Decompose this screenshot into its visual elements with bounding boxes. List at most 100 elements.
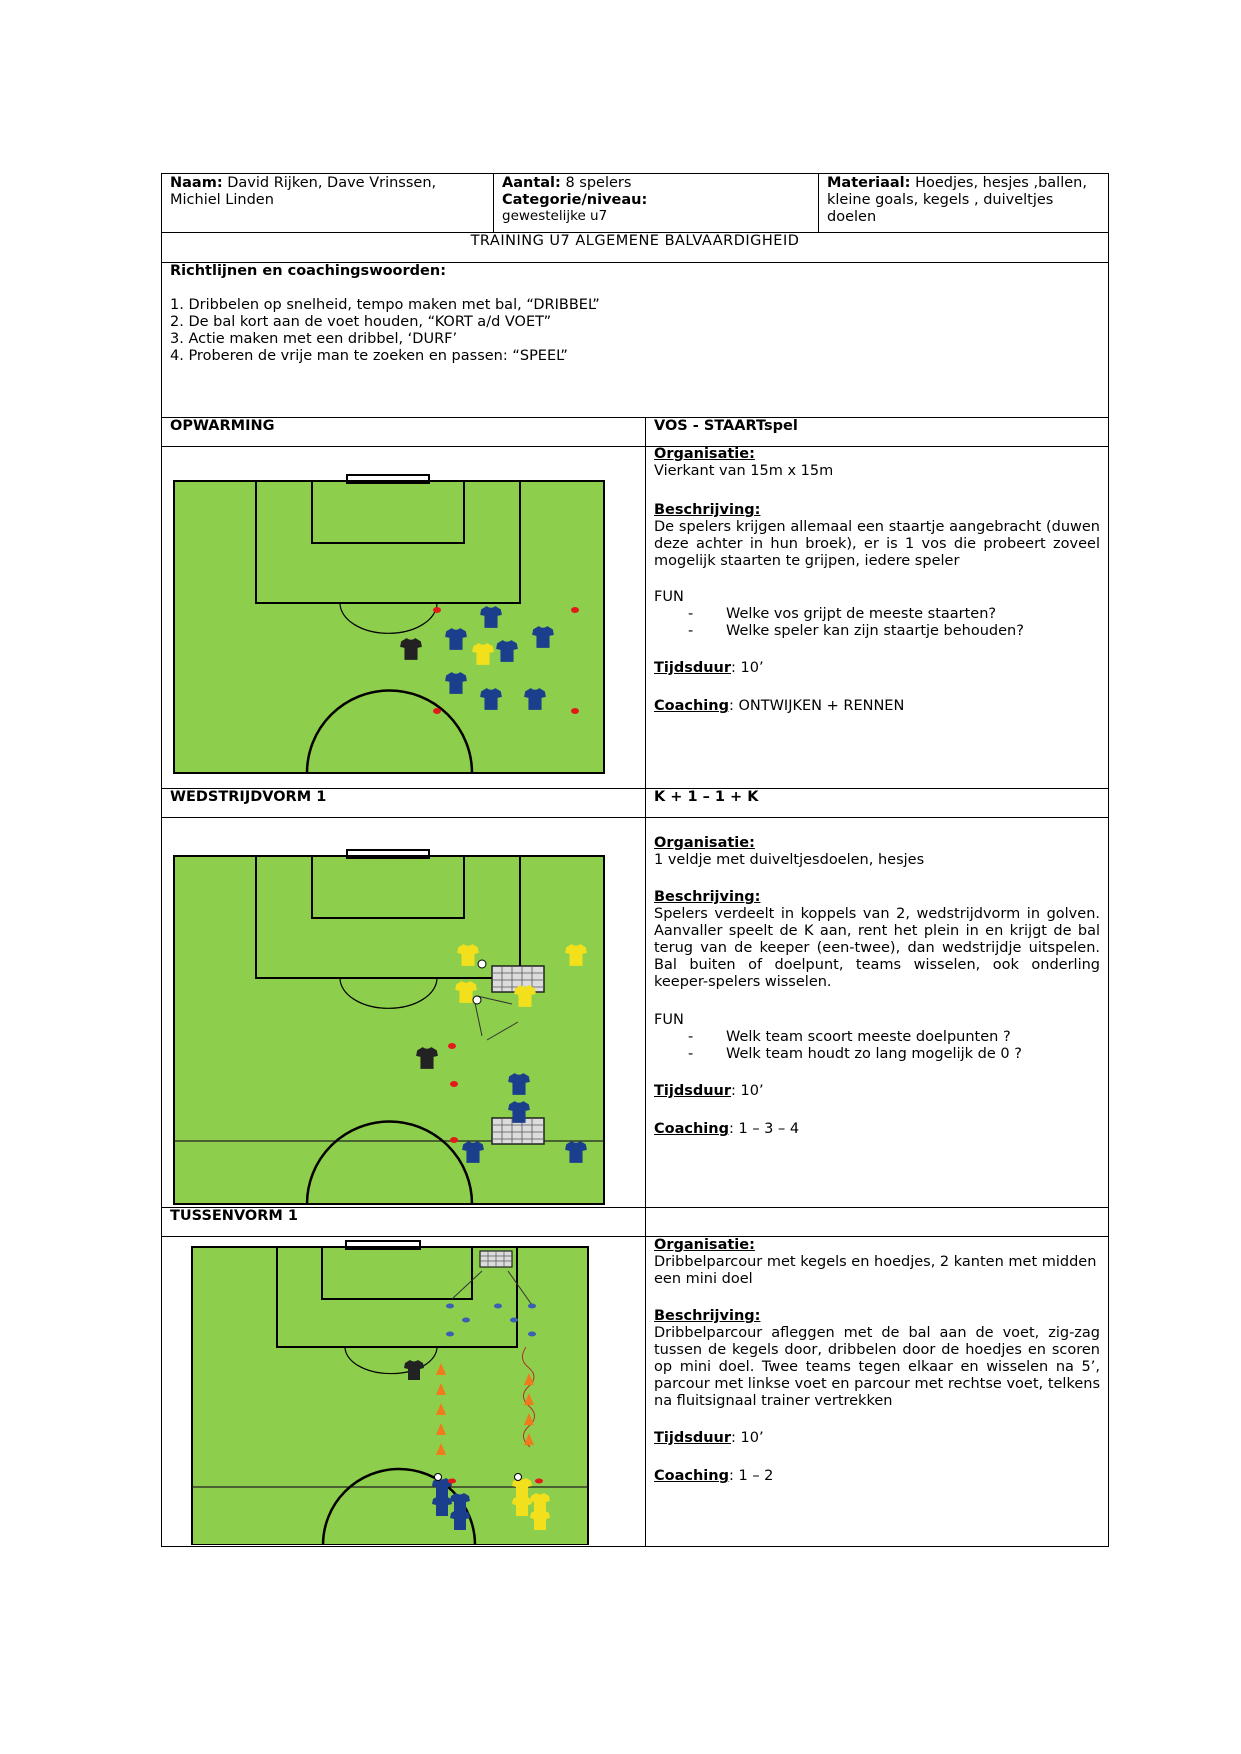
pitch: [173, 480, 605, 774]
cone-icon: [524, 1393, 534, 1405]
coach-label: Coaching: [654, 698, 729, 714]
aantal-cell: Aantal: 8 spelers Categorie/niveau: gewe…: [493, 173, 819, 233]
section-3-right-title: [645, 1207, 1109, 1237]
warmup-pitch-diagram: [173, 474, 605, 774]
cone-group: [433, 607, 579, 714]
guideline-item: 1. Dribbelen op snelheid, tempo maken me…: [170, 297, 600, 313]
fun-item: Welke speler kan zijn staartje behouden?: [726, 623, 1024, 639]
orange-cones-left: [436, 1363, 446, 1455]
naam-value-1: David Rijken, Dave Vrinssen,: [227, 175, 437, 191]
ball-icon: [434, 1473, 522, 1481]
cone-icon: [524, 1373, 534, 1385]
center-circle: [321, 1467, 477, 1545]
org-label: Organisatie:: [654, 835, 755, 851]
time-label: Tijdsduur: [654, 660, 732, 676]
header-row: Naam: David Rijken, Dave Vrinssen, Michi…: [161, 173, 1109, 233]
section-3-left-title: TUSSENVORM 1: [161, 1207, 646, 1237]
time-label: Tijdsduur: [654, 1083, 732, 1099]
coach-value: : 1 – 2: [728, 1468, 774, 1484]
penalty-arc: [339, 977, 438, 1009]
penalty-arc: [344, 1346, 438, 1375]
section-3-text-cell: Organisatie: Dribbelparcour met kegels e…: [645, 1236, 1109, 1547]
section-2-right-title: K + 1 – 1 + K: [645, 788, 1109, 818]
materiaal-value-1: Hoedjes, hesjes ,ballen,: [915, 175, 1087, 191]
cone: [571, 708, 579, 714]
materiaal-label: Materiaal:: [827, 175, 911, 191]
goal: [346, 474, 430, 484]
center-circle: [305, 1120, 474, 1205]
time-value: : 10’: [731, 1430, 764, 1446]
training-table: Naam: David Rijken, Dave Vrinssen, Michi…: [161, 173, 1109, 1547]
org-label: Organisatie:: [654, 446, 755, 462]
hat-cone: [528, 1331, 536, 1337]
time-label: Tijdsduur: [654, 1430, 732, 1446]
cone-icon: [524, 1433, 534, 1445]
start-markers: [448, 1478, 543, 1484]
goal: [346, 849, 430, 859]
mini-goal: [479, 1250, 513, 1268]
section-1-left-title: OPWARMING: [161, 417, 646, 447]
cone: [571, 607, 579, 613]
categorie-label: Categorie/niveau:: [502, 192, 648, 208]
goal-area: [311, 480, 465, 544]
desc-text: De spelers krijgen allemaal een staartje…: [654, 519, 1100, 569]
center-circle: [305, 689, 474, 774]
hat-cone: [510, 1317, 518, 1323]
cone-icon: [524, 1413, 534, 1425]
cone-icon: [436, 1383, 446, 1395]
guidelines-heading: Richtlijnen en coachingswoorden:: [170, 263, 446, 279]
aantal-value: 8 spelers: [565, 175, 632, 191]
guideline-item: 2. De bal kort aan de voet houden, “KORT…: [170, 314, 552, 330]
section-1-text-cell: Organisatie: Vierkant van 15m x 15m Besc…: [645, 446, 1109, 789]
fun-label: FUN: [654, 589, 684, 605]
materiaal-cell: Materiaal: Hoedjes, hesjes ,ballen, klei…: [818, 173, 1109, 233]
desc-text: Spelers verdeelt in koppels van 2, wedst…: [654, 906, 1100, 990]
pass-arrows: [474, 995, 519, 1041]
coach-label: Coaching: [654, 1121, 729, 1137]
fun-label: FUN: [654, 1012, 684, 1028]
guidelines-cell: Richtlijnen en coachingswoorden: 1. Drib…: [161, 262, 1109, 418]
org-text: Dribbelparcour met kegels en hoedjes, 2 …: [654, 1254, 1097, 1287]
section-2-diagram-cell: [161, 817, 646, 1208]
goal-area: [321, 1246, 473, 1300]
hat-cone: [494, 1303, 502, 1309]
guideline-item: 4. Proberen de vrije man te zoeken en pa…: [170, 348, 568, 364]
time-value: : 10’: [731, 660, 764, 676]
section-2-left-title: WEDSTRIJDVORM 1: [161, 788, 646, 818]
fun-item: Welk team scoort meeste doelpunten ?: [726, 1029, 1011, 1045]
aantal-label: Aantal:: [502, 175, 561, 191]
path-arrows: [451, 1270, 535, 1448]
naam-value-2: Michiel Linden: [170, 192, 274, 208]
cone: [450, 1137, 458, 1143]
hat-group: [446, 1303, 536, 1337]
cone: [448, 1043, 456, 1049]
desc-label: Beschrijving:: [654, 889, 761, 905]
desc-label: Beschrijving:: [654, 1308, 761, 1324]
coach-label: Coaching: [654, 1468, 729, 1484]
hat-cone: [462, 1317, 470, 1323]
coach-value: : ONTWIJKEN + RENNEN: [728, 698, 905, 714]
org-label: Organisatie:: [654, 1237, 755, 1253]
cone: [433, 708, 441, 714]
match-pitch-diagram: [173, 849, 605, 1205]
section-1-diagram-cell: [161, 446, 646, 789]
fun-item: Welke vos grijpt de meeste staarten?: [726, 606, 997, 622]
section-3-diagram-cell: [161, 1236, 646, 1547]
cone-icon: [436, 1443, 446, 1455]
section-2-text-cell: Organisatie: 1 veldje met duiveltjesdoel…: [645, 817, 1109, 1208]
hat-cone: [446, 1303, 454, 1309]
guideline-item: 3. Actie maken met een dribbel, ‘DURF’: [170, 331, 458, 347]
materiaal-value-2: kleine goals, kegels , duiveltjes doelen: [827, 192, 1054, 225]
penalty-arc: [339, 602, 438, 634]
cone: [450, 1081, 458, 1087]
ball-icon: [472, 959, 487, 1005]
org-text: 1 veldje met duiveltjesdoelen, hesjes: [654, 852, 925, 868]
page-title: TRAINING U7 ALGEMENE BALVAARDIGHEID: [161, 232, 1109, 263]
section-1-right-title: VOS - STAARTspel: [645, 417, 1109, 447]
coach-value: : 1 – 3 – 4: [728, 1121, 800, 1137]
fun-item: Welk team houdt zo lang mogelijk de 0 ?: [726, 1046, 1022, 1062]
naam-label: Naam:: [170, 175, 223, 191]
goal: [345, 1240, 421, 1250]
categorie-value: gewestelijke u7: [502, 208, 608, 224]
cone-group: [448, 1043, 458, 1143]
